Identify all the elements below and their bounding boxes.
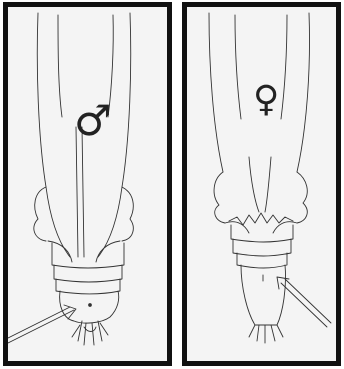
central-ridge: [76, 127, 78, 257]
body-outline-right: [297, 13, 310, 172]
male-panel: ♂: [3, 2, 172, 366]
female-panel: ♀: [182, 2, 341, 366]
body-outline-left: [209, 13, 223, 172]
arrow-shaft-2: [8, 307, 70, 339]
arrow-shaft: [8, 310, 74, 343]
arrow-head: [277, 277, 289, 289]
male-abdomen-drawing: ♂: [8, 7, 167, 361]
body-outline-left: [37, 13, 46, 187]
male-symbol: ♂: [74, 96, 112, 145]
genital-pore-dot: [89, 304, 92, 307]
arrow-shaft-2: [285, 279, 331, 323]
arrow-shaft: [281, 283, 327, 327]
segment-1: [231, 225, 293, 242]
segment-3: [56, 279, 120, 294]
female-abdomen-drawing: ♀: [187, 7, 336, 361]
terminal-segment: [241, 265, 286, 325]
body-outline-right: [122, 13, 131, 187]
female-symbol: ♀: [253, 79, 279, 120]
